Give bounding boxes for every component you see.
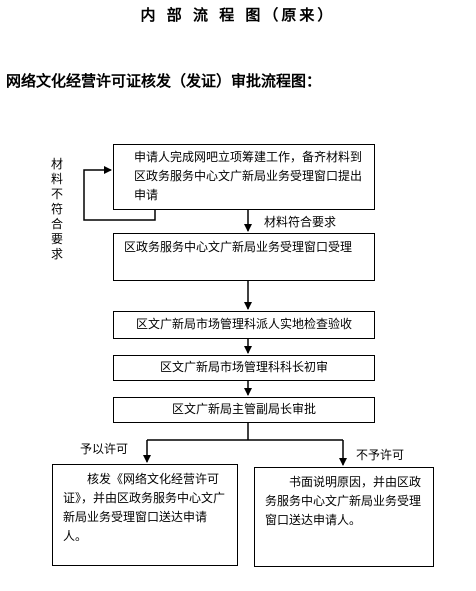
- step-apply-box: 申请人完成网吧立项筹建工作，备齐材料到区政务服务中心文广新局业务受理窗口提出申请: [113, 144, 375, 210]
- materials-ok-label: 材料符合要求: [264, 215, 337, 229]
- step-deny-box: 书面说明原因，并由区政务服务中心文广新局业务受理窗口送达申请人。: [254, 467, 434, 567]
- step-grant-text: 核发《网络文化经营许可证》，并由区政务服务中心文广新局业务受理窗口送达申请人。: [63, 472, 226, 543]
- step-accept-box: 区政务服务中心文广新局业务受理窗口受理: [113, 233, 375, 281]
- step-accept-text: 区政务服务中心文广新局业务受理窗口受理: [124, 240, 353, 254]
- step-inspect-box: 区文广新局市场管理科派人实地检查验收: [113, 311, 375, 339]
- no-permit-label: 不予许可: [356, 448, 405, 462]
- step-deny-text: 书面说明原因，并由区政务服务中心文广新局业务受理窗口送达申请人。: [265, 475, 422, 527]
- step-inspect-text: 区文广新局市场管理科派人实地检查验收: [135, 317, 352, 331]
- flowchart-title: 网络文化经营许可证核发（发证）审批流程图：: [6, 72, 322, 90]
- step-approve-text: 区文广新局主管副局长审批: [171, 402, 316, 416]
- step-review-box: 区文广新局市场管理科科长初审: [113, 355, 375, 381]
- permit-label: 予以许可: [80, 442, 129, 456]
- feedback-loop-line: [83, 166, 156, 221]
- step-apply-text: 申请人完成网吧立项筹建工作，备齐材料到区政务服务中心文广新局业务受理窗口提出申请: [134, 150, 363, 202]
- step-review-text: 区文广新局市场管理科科长初审: [159, 360, 328, 374]
- step-grant-box: 核发《网络文化经营许可证》，并由区政务服务中心文广新局业务受理窗口送达申请人。: [52, 464, 238, 566]
- step-approve-box: 区文广新局主管副局长审批: [113, 397, 375, 423]
- page-title: 内 部 流 程 图（原来）: [140, 6, 336, 24]
- materials-not-ok-label: 材料不符合要求: [51, 157, 64, 261]
